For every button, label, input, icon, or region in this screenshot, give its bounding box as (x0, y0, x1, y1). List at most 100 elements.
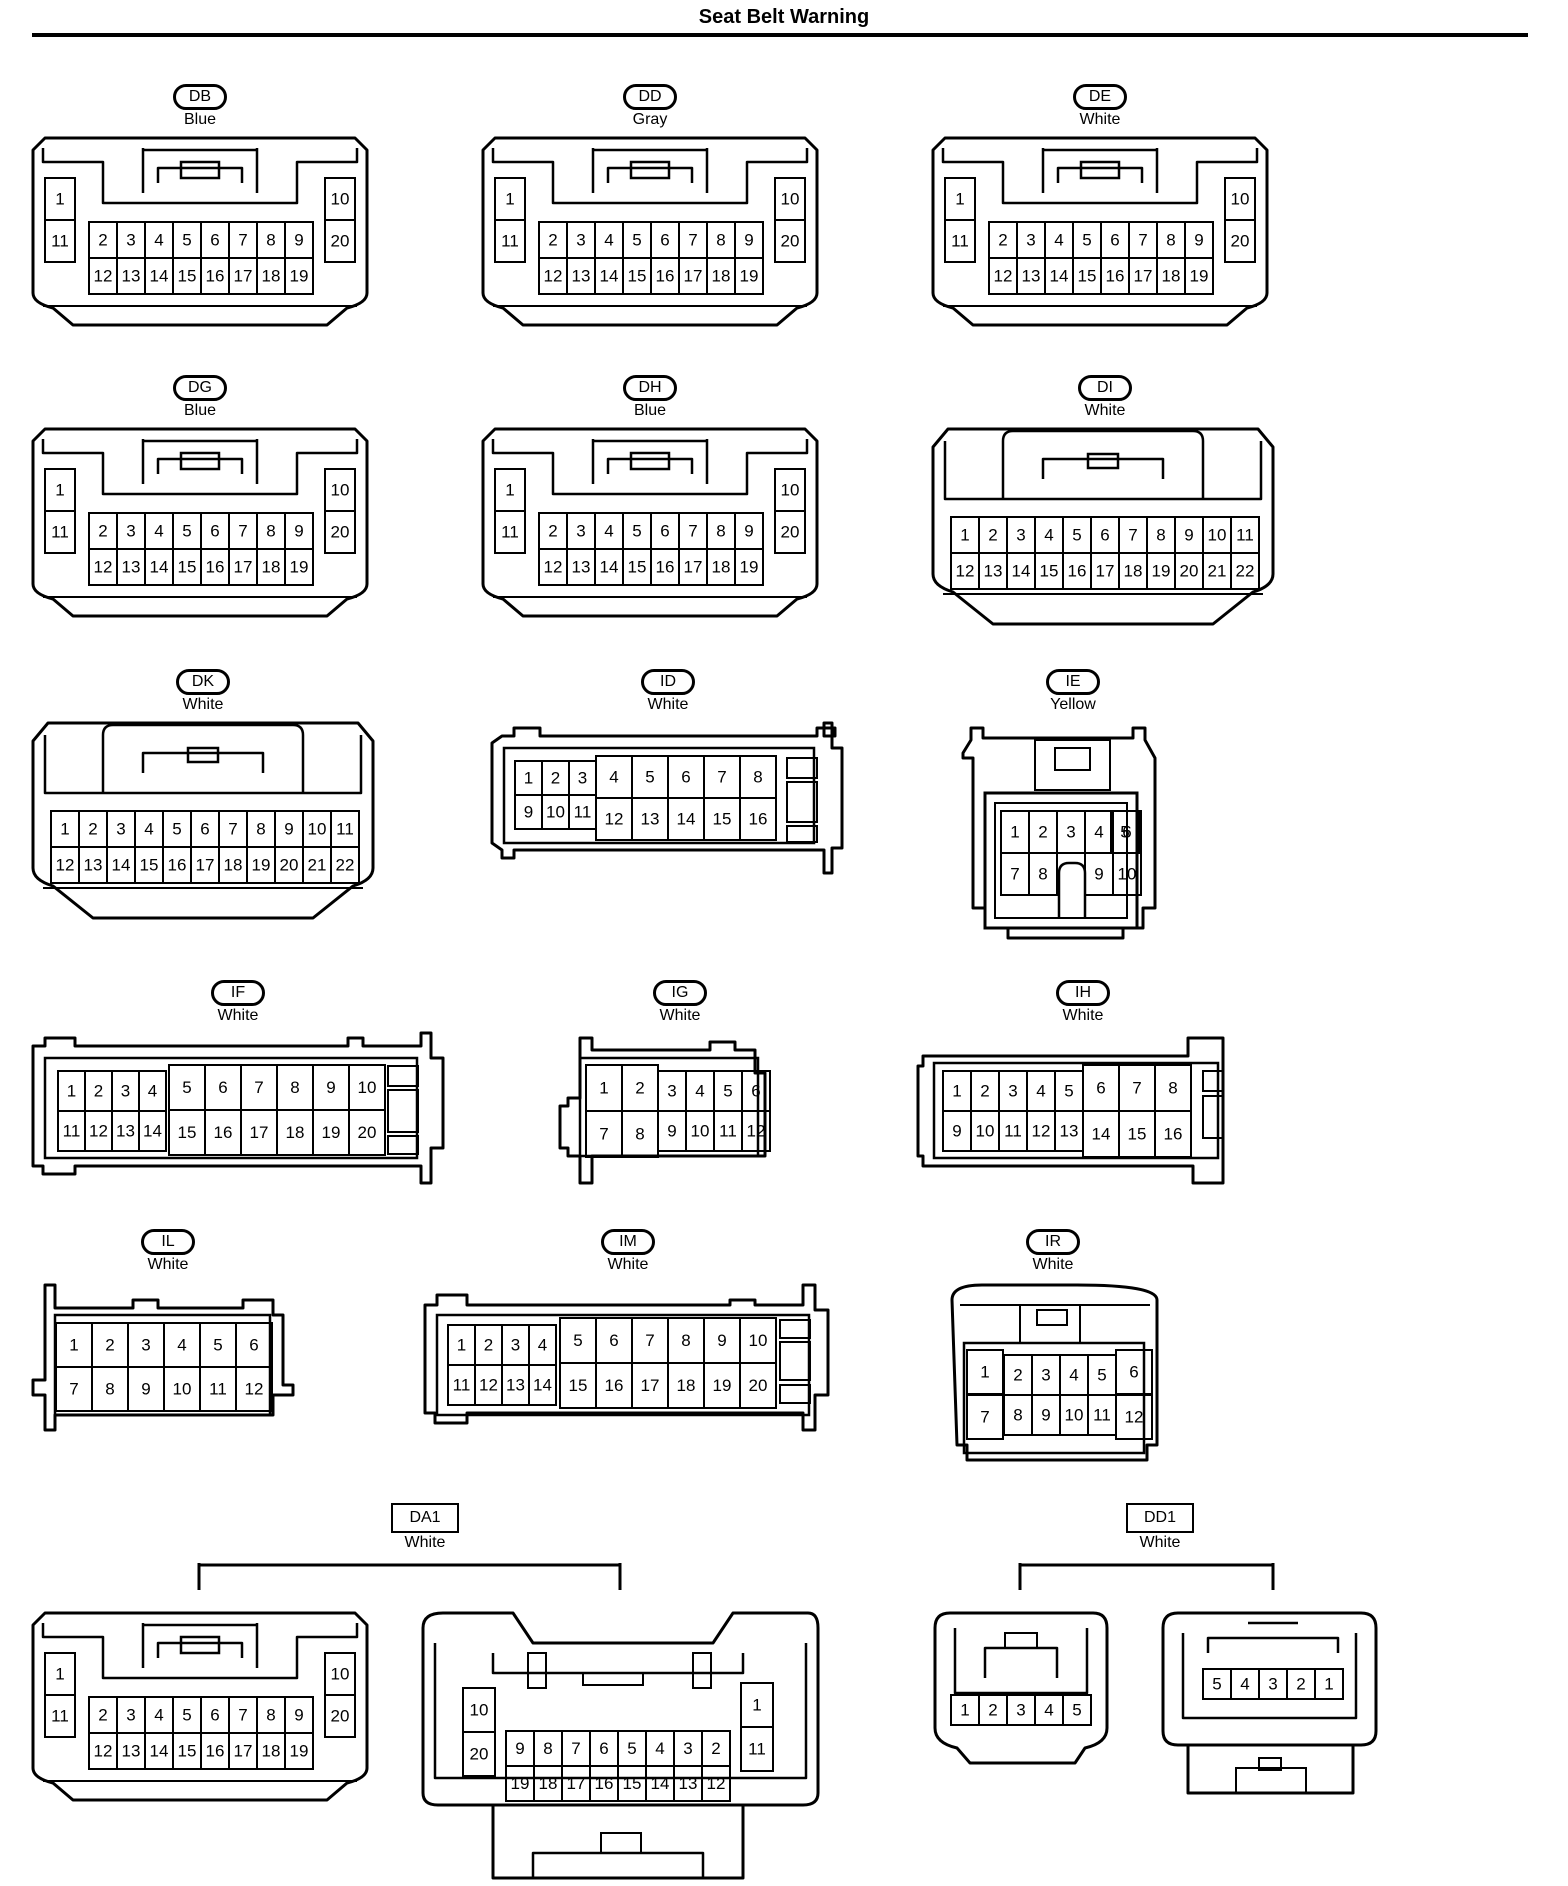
connector-outline (421, 1611, 820, 1807)
connector-outline (531, 1851, 705, 1878)
connector-outline (31, 427, 369, 618)
housing-detail (1202, 1070, 1224, 1092)
pin-label: 9 (744, 231, 753, 250)
pin-label: 14 (143, 1122, 162, 1141)
pin-label: 11 (1093, 1406, 1111, 1425)
pin-label: 11 (63, 1122, 81, 1141)
pin-label: 3 (1041, 1366, 1050, 1385)
connector-outline (141, 439, 259, 484)
pin-label: 7 (228, 820, 237, 839)
pin-label: 15 (178, 1123, 197, 1142)
housing-detail (1034, 739, 1111, 791)
pin-label: 13 (641, 810, 660, 829)
connector-outline (481, 427, 819, 618)
connector-outline (491, 1805, 745, 1880)
pin-label: 3 (576, 231, 585, 250)
pin-label: 4 (1044, 526, 1053, 545)
pin-label: 10 (1118, 865, 1137, 884)
connector-color: White (217, 1007, 259, 1024)
pin-label: 1 (60, 820, 69, 839)
pin-label: 18 (712, 558, 731, 577)
connector-outline (1001, 429, 1205, 442)
pin-label: 3 (126, 231, 135, 250)
connector-outline (1206, 1636, 1340, 1653)
connector-code: DH (623, 375, 677, 401)
pin-label: 9 (294, 231, 303, 250)
pin-label: 7 (645, 1331, 654, 1350)
pin-label: 6 (609, 1331, 618, 1350)
connector-tag-ig: IG White (610, 980, 750, 1025)
pin-cell (1224, 219, 1256, 263)
connector-outline (31, 721, 375, 920)
connector-color: White (182, 696, 224, 713)
pin-cell (284, 257, 314, 295)
pin-label: 6 (249, 1336, 258, 1355)
pin-cell (324, 219, 356, 263)
connector-outline (423, 1283, 830, 1432)
pin-label: 6 (1129, 1363, 1138, 1382)
pin-cell (740, 1726, 774, 1772)
connector-color: Gray (632, 111, 668, 128)
pin-label: 16 (206, 267, 225, 286)
housing-detail (629, 160, 671, 180)
pin-label: 5 (1072, 1701, 1081, 1720)
connector-outline (490, 721, 844, 875)
housing-frame (962, 1341, 1146, 1455)
pin-label: 6 (210, 522, 219, 541)
pin-label: 11 (951, 232, 969, 251)
pin-label: 9 (667, 1122, 676, 1141)
pin-label: 13 (122, 558, 141, 577)
pin-label: 7 (238, 522, 247, 541)
pin-label: 12 (544, 558, 563, 577)
pin-label: 22 (1236, 562, 1255, 581)
pin-label: 16 (749, 810, 768, 829)
pin-label: 2 (548, 231, 557, 250)
pin-label: 3 (126, 1706, 135, 1725)
pin-label: 20 (280, 856, 299, 875)
pin-label: 15 (140, 856, 159, 875)
housing-detail (779, 1319, 811, 1339)
connector-tag-if: IF White (168, 980, 308, 1025)
pin-cell (1230, 552, 1260, 590)
pin-label: 8 (1166, 231, 1175, 250)
pin-label: 10 (1208, 526, 1227, 545)
pin-label: 19 (740, 267, 759, 286)
pin-label: 3 (1016, 526, 1025, 545)
pin-label: 12 (747, 1122, 766, 1141)
pin-label: 15 (1078, 267, 1097, 286)
pin-label: 4 (1036, 1082, 1045, 1101)
pin-cell (944, 219, 976, 263)
connector-outline (591, 148, 709, 193)
connector-code: DA1 (391, 1503, 459, 1533)
pin-label: 12 (94, 558, 113, 577)
pin-label: 1 (505, 190, 514, 209)
pin-label: 1 (55, 1665, 64, 1684)
pin-label: 18 (1162, 267, 1181, 286)
pin-label: 12 (1125, 1408, 1144, 1427)
pin-label: 8 (681, 1331, 690, 1350)
pin-label: 9 (141, 1380, 150, 1399)
pin-label: 12 (94, 1742, 113, 1761)
connector-code: DE (1073, 84, 1127, 110)
housing-detail (1235, 1767, 1307, 1794)
pin-label: 2 (105, 1336, 114, 1355)
connector-outline (156, 1641, 244, 1658)
pin-label: 9 (294, 1706, 303, 1725)
pin-label: 7 (238, 231, 247, 250)
connector-color: Blue (633, 402, 667, 419)
connector-outline (156, 166, 244, 183)
pin-cell (284, 1732, 314, 1770)
housing-detail (527, 1652, 547, 1689)
pin-label: 11 (1004, 1122, 1022, 1141)
pin-label: 10 (358, 1078, 377, 1097)
pin-label: 5 (182, 231, 191, 250)
connector-tag-di: DI White (1035, 375, 1175, 420)
pin-label: 14 (533, 1376, 552, 1395)
housing-detail (786, 757, 818, 779)
pin-label: 9 (952, 1122, 961, 1141)
